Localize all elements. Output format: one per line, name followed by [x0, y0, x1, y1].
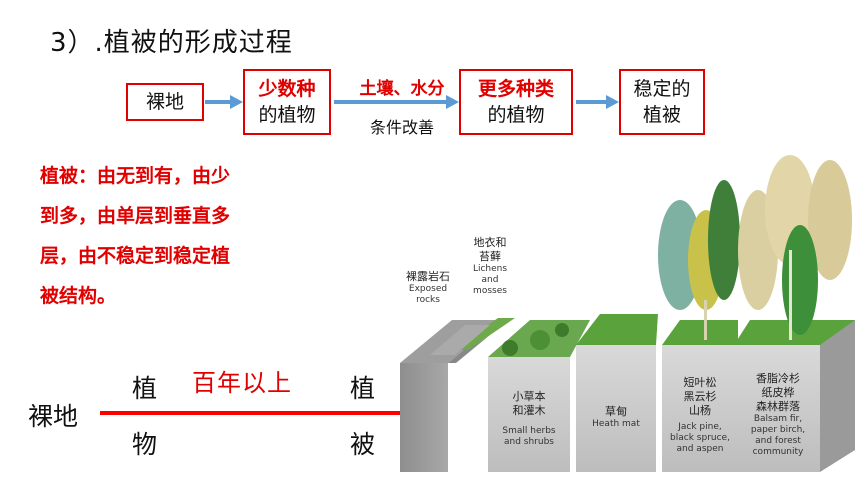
block-lichens: [430, 318, 515, 363]
flow-box-stable-line2: 植被: [642, 104, 681, 126]
bottom-char-zhi-2: 植: [350, 374, 376, 403]
flow-box-more-species: 更多种类 的植物: [459, 69, 573, 135]
label-jack-zh-2: 黑云杉: [683, 390, 717, 403]
summary-line-2: 到多，由单层到垂直多: [40, 205, 231, 227]
bottom-char-wu: 物: [132, 430, 158, 459]
flow-box-stable-vegetation: 稳定的 植被: [619, 69, 705, 135]
label-rocks-zh: 裸露岩石: [406, 270, 450, 283]
flow-box-few-species-line1: 少数种: [258, 78, 316, 100]
label-jack-en-2: black spruce,: [670, 433, 730, 443]
label-jack-zh-3: 山杨: [689, 404, 711, 417]
label-herbs-zh-2: 和灌木: [512, 404, 546, 417]
flow-box-stable-line1: 稳定的: [633, 78, 691, 100]
flow-arrow-2: [334, 95, 459, 109]
label-lichens: 地衣和 苔藓 Lichens and mosses: [455, 236, 525, 297]
label-herbs-en-1: Small herbs: [502, 426, 556, 436]
label-lichens-en-2: and: [481, 275, 499, 285]
label-lichens-zh-1: 地衣和: [473, 236, 507, 249]
summary-line-1: 植被：由无到有，由少: [40, 165, 231, 187]
block-heath-mat: [576, 314, 658, 472]
label-heath-zh: 草甸: [605, 405, 627, 418]
label-balsam-en-2: paper birch,: [750, 425, 806, 435]
flow-box-more-species-line2: 的植物: [487, 104, 545, 126]
label-herbs-en-2: and shrubs: [504, 437, 554, 447]
bottom-bare-land-label: 裸地: [28, 402, 79, 431]
bottom-char-bei: 被: [350, 430, 376, 459]
summary-line-3: 层，由不稳定到稳定植: [40, 245, 231, 267]
label-balsam-zh-3: 森林群落: [756, 400, 800, 413]
label-balsam-en-1: Balsam fir,: [753, 414, 803, 424]
block-balsam-fir: [734, 155, 855, 472]
label-lichens-en-3: mosses: [473, 286, 507, 296]
flow-box-bare-land-text: 裸地: [145, 91, 184, 113]
summary-line-4: 被结构。: [40, 285, 117, 307]
flow-box-more-species-line1: 更多种类: [477, 78, 554, 100]
label-balsam-fir: 香脂冷杉 纸皮桦 森林群落 Balsam fir, paper birch, a…: [736, 372, 820, 458]
label-exposed-rocks: 裸露岩石 Exposed rocks: [393, 270, 463, 306]
label-balsam-zh-2: 纸皮桦: [761, 386, 795, 399]
label-rocks-en-1: Exposed: [408, 284, 448, 294]
label-heath-mat: 草甸 Heath mat: [578, 405, 654, 430]
block-jack-pine: [658, 180, 740, 472]
label-jack-pine: 短叶松 黑云杉 山杨 Jack pine, black spruce, and …: [662, 376, 738, 455]
label-lichens-en-1: Lichens: [472, 264, 508, 274]
block-small-herbs: [488, 320, 590, 472]
summary-text: 植被：由无到有，由少 到多，由单层到垂直多 层，由不稳定到稳定植 被结构。: [40, 156, 320, 316]
bottom-century-text: 百年以上: [192, 369, 292, 397]
flow-condition-bottom: 条件改善: [369, 118, 434, 137]
label-balsam-en-3: and forest: [755, 436, 801, 446]
label-lichens-zh-2: 苔藓: [479, 250, 501, 263]
flow-box-few-species-line2: 的植物: [258, 104, 316, 126]
flow-condition-top: 土壤、水分: [359, 79, 445, 99]
flow-box-bare-land: 裸地: [126, 83, 204, 121]
label-small-herbs: 小草本 和灌木 Small herbs and shrubs: [490, 390, 568, 448]
label-jack-zh-1: 短叶松: [683, 376, 717, 389]
flow-arrow-3: [576, 95, 619, 109]
page-title: 3）.植被的形成过程: [50, 28, 293, 58]
label-herbs-zh-1: 小草本: [512, 390, 546, 403]
label-heath-en: Heath mat: [592, 419, 640, 429]
label-rocks-en-2: rocks: [416, 295, 440, 305]
label-jack-en-3: and aspen: [676, 444, 724, 454]
label-balsam-zh-1: 香脂冷杉: [756, 372, 800, 385]
label-jack-en-1: Jack pine,: [678, 422, 722, 432]
flow-arrows: [205, 95, 619, 109]
flow-arrow-1: [205, 95, 243, 109]
flow-box-few-species: 少数种 的植物: [243, 69, 331, 135]
succession-illustration: [400, 155, 855, 472]
bottom-char-zhi-1: 植: [132, 374, 158, 403]
label-balsam-en-4: community: [752, 447, 804, 457]
